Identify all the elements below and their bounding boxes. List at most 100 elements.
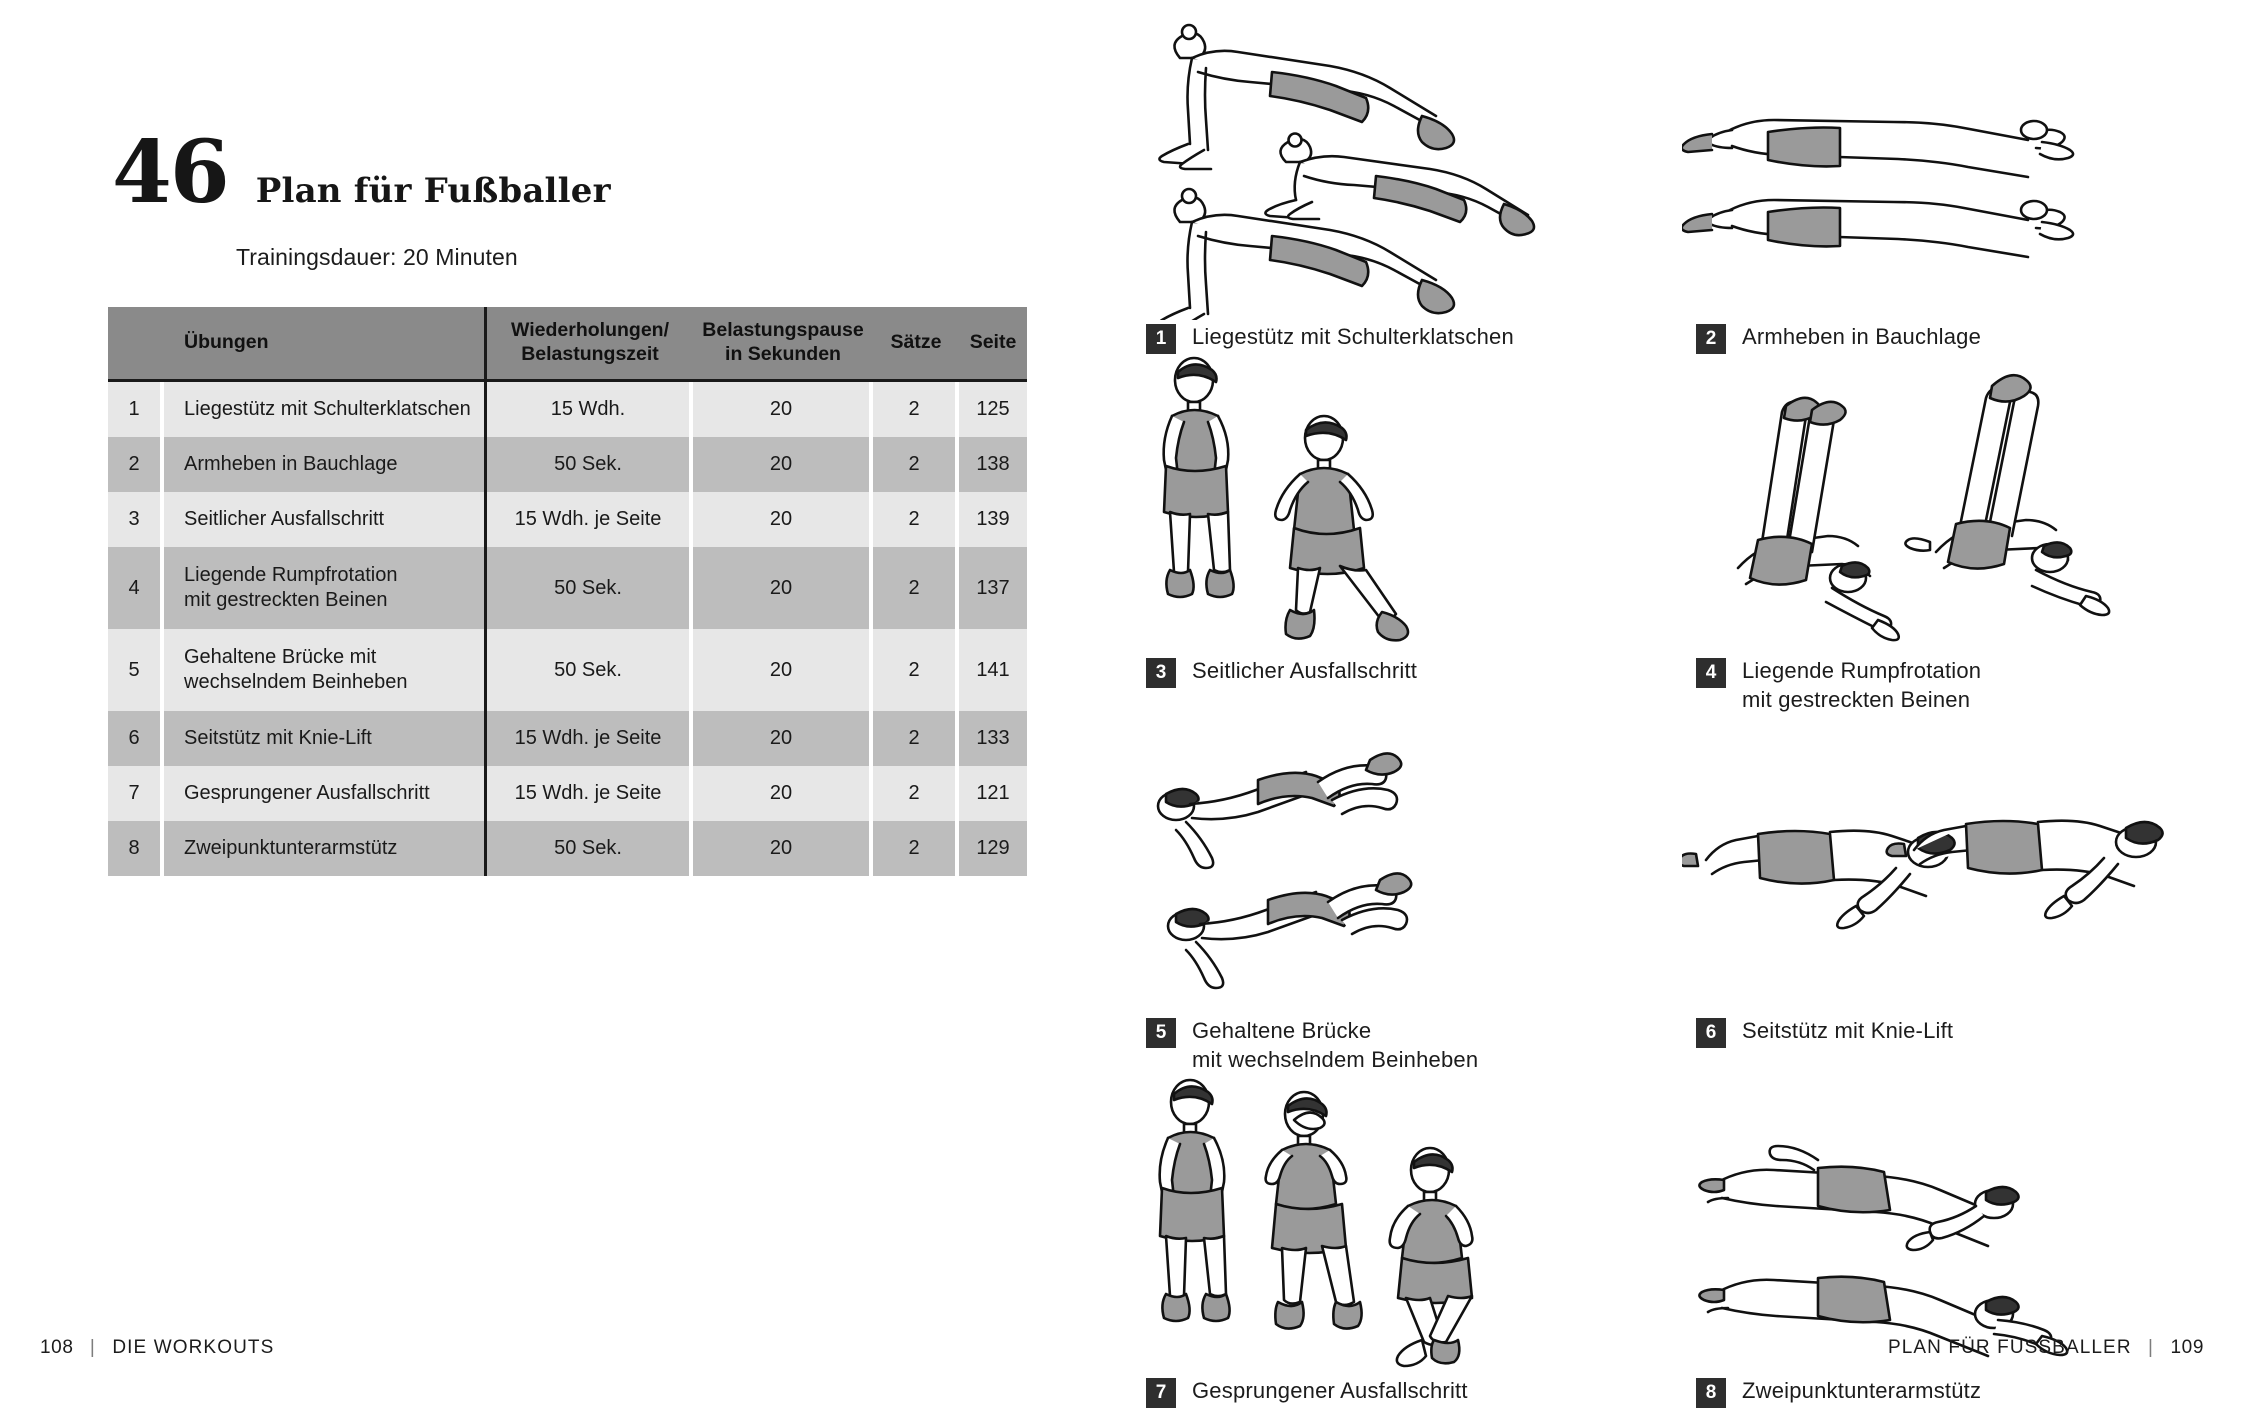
cell-pause: 20 bbox=[693, 821, 873, 876]
caption-badge: 7 bbox=[1146, 1378, 1176, 1409]
column-header-page: Seite bbox=[959, 307, 1027, 382]
cell-sets: 2 bbox=[873, 382, 959, 437]
caption-7: 7 Gesprungener Ausfallschritt bbox=[1146, 1376, 1622, 1409]
cell-page: 125 bbox=[959, 382, 1027, 437]
footer-page-number: 108 bbox=[40, 1337, 74, 1358]
cell-sets: 2 bbox=[873, 629, 959, 711]
cell-exercise: Seitstütz mit Knie-Lift bbox=[164, 711, 484, 766]
cell-sets: 2 bbox=[873, 492, 959, 547]
table-row: 7 Gesprungener Ausfallschritt 15 Wdh. je… bbox=[108, 766, 1027, 821]
cell-number: 2 bbox=[108, 437, 164, 492]
caption-line1: Armheben in Bauchlage bbox=[1742, 324, 1982, 349]
caption-8: 8 Zweipunktunterarmstütz bbox=[1696, 1376, 2172, 1409]
cell-number: 6 bbox=[108, 711, 164, 766]
cell-page: 141 bbox=[959, 629, 1027, 711]
caption-line1: Liegende Rumpfrotation bbox=[1742, 658, 1982, 683]
cell-exercise-line2: mit gestreckten Beinen bbox=[184, 589, 388, 611]
cell-reps: 50 Sek. bbox=[484, 547, 693, 629]
cell-exercise: Armheben in Bauchlage bbox=[164, 437, 484, 492]
cell-sets: 2 bbox=[873, 766, 959, 821]
caption-line2: mit wechselndem Beinheben bbox=[1192, 1047, 1479, 1073]
cell-exercise: Seitlicher Ausfallschritt bbox=[164, 492, 484, 547]
exercise-illustration-8: 8 Zweipunktunterarmstütz bbox=[1682, 1074, 2172, 1409]
cell-sets: 2 bbox=[873, 821, 959, 876]
cell-pause: 20 bbox=[693, 437, 873, 492]
cell-exercise: Liegende Rumpfrotation mit gestreckten B… bbox=[164, 547, 484, 629]
caption-badge: 5 bbox=[1146, 1018, 1176, 1049]
exercise-illustration-2: 2 Armheben in Bauchlage bbox=[1682, 20, 2172, 354]
right-page: 1 Liegestütz mit Schulterklatschen bbox=[1122, 0, 2244, 1417]
cell-number: 1 bbox=[108, 382, 164, 437]
caption-badge: 3 bbox=[1146, 658, 1176, 688]
caption-label: Gesprungener Ausfallschritt bbox=[1192, 1376, 1468, 1405]
caption-badge: 1 bbox=[1146, 324, 1176, 354]
column-header-reps: Wiederholungen/ Belastungszeit bbox=[484, 307, 693, 382]
caption-label: Gehaltene Brücke mit wechselndem Beinheb… bbox=[1192, 1016, 1478, 1074]
cell-exercise: Liegestütz mit Schulterklatschen bbox=[164, 382, 484, 437]
cell-number: 5 bbox=[108, 629, 164, 711]
cell-sets: 2 bbox=[873, 711, 959, 766]
cell-sets: 2 bbox=[873, 437, 959, 492]
caption-4: 4 Liegende Rumpfrotation mit gestreckten… bbox=[1696, 656, 2172, 714]
jump-lunge-icon bbox=[1158, 1078, 1474, 1368]
cell-exercise-line2: wechselndem Beinheben bbox=[184, 671, 408, 693]
caption-label: Liegende Rumpfrotation mit gestreckten B… bbox=[1742, 656, 1981, 714]
caption-line2: mit gestreckten Beinen bbox=[1742, 687, 1971, 713]
footer-page-number: 109 bbox=[2170, 1337, 2204, 1358]
cell-pause: 20 bbox=[693, 766, 873, 821]
caption-badge: 4 bbox=[1696, 658, 1726, 688]
caption-line1: Liegestütz mit Schulterklatschen bbox=[1192, 324, 1514, 349]
cell-pause: 20 bbox=[693, 382, 873, 437]
caption-label: Seitstütz mit Knie-Lift bbox=[1742, 1016, 1953, 1045]
table-body: 1 Liegestütz mit Schulterklatschen 15 Wd… bbox=[108, 382, 1027, 876]
column-header-number bbox=[108, 307, 164, 382]
table-row: 3 Seitlicher Ausfallschritt 15 Wdh. je S… bbox=[108, 492, 1027, 547]
footer-section-label: PLAN FÜR FUSSBALLER bbox=[1887, 1337, 2132, 1358]
cell-exercise-line1: Gehaltene Brücke mit bbox=[184, 646, 377, 668]
cell-reps: 50 Sek. bbox=[484, 629, 693, 711]
cell-page: 129 bbox=[959, 821, 1027, 876]
caption-1: 1 Liegestütz mit Schulterklatschen bbox=[1146, 322, 1622, 354]
cell-number: 4 bbox=[108, 547, 164, 629]
caption-badge: 8 bbox=[1696, 1378, 1726, 1409]
page-title: Plan für Fußballer bbox=[255, 171, 611, 211]
cell-pause: 20 bbox=[693, 629, 873, 711]
cell-exercise-line1: Armheben in Bauchlage bbox=[184, 453, 398, 475]
caption-5: 5 Gehaltene Brücke mit wechselndem Beinh… bbox=[1146, 1016, 1622, 1074]
plan-number: 46 bbox=[112, 122, 230, 223]
cell-number: 7 bbox=[108, 766, 164, 821]
caption-2: 2 Armheben in Bauchlage bbox=[1696, 322, 2172, 354]
table-header: Übungen Wiederholungen/ Belastungszeit B… bbox=[108, 307, 1027, 382]
cell-sets: 2 bbox=[873, 547, 959, 629]
caption-line1: Seitstütz mit Knie-Lift bbox=[1742, 1018, 1954, 1044]
caption-label: Zweipunktunterarmstütz bbox=[1742, 1376, 1981, 1405]
cell-pause: 20 bbox=[693, 492, 873, 547]
side-plank-knee-lift-icon bbox=[1682, 819, 2164, 930]
exercise-illustration-1: 1 Liegestütz mit Schulterklatschen bbox=[1132, 20, 1622, 354]
column-header-sets: Sätze bbox=[873, 307, 959, 382]
cell-page: 137 bbox=[959, 547, 1027, 629]
left-page: 46 Plan für Fußballer Trainingsdauer: 20… bbox=[40, 122, 1027, 1359]
cell-page: 133 bbox=[959, 711, 1027, 766]
exercise-illustration-6: 6 Seitstütz mit Knie-Lift bbox=[1682, 714, 2172, 1074]
cell-exercise-line1: Zweipunktunterarmstütz bbox=[184, 837, 398, 859]
lying-trunk-rotation-icon bbox=[1736, 373, 2111, 642]
exercise-illustration-4: 4 Liegende Rumpfrotation mit gestreckten… bbox=[1682, 354, 2172, 714]
column-header-reps-line1: Wiederholungen/ bbox=[511, 319, 669, 342]
column-header-reps-line2: Belastungszeit bbox=[521, 343, 659, 365]
exercise-illustration-5: 5 Gehaltene Brücke mit wechselndem Beinh… bbox=[1132, 714, 1622, 1074]
exercise-illustration-7: 7 Gesprungener Ausfallschritt bbox=[1132, 1074, 1622, 1409]
table-row: 8 Zweipunktunterarmstütz 50 Sek. 20 2 12… bbox=[108, 821, 1027, 876]
footer-separator: | bbox=[2148, 1337, 2155, 1358]
plan-header: 46 Plan für Fußballer bbox=[112, 122, 611, 223]
caption-label: Liegestütz mit Schulterklatschen bbox=[1192, 322, 1514, 351]
column-header-exercise: Übungen bbox=[164, 307, 484, 382]
cell-page: 121 bbox=[959, 766, 1027, 821]
cell-pause: 20 bbox=[693, 547, 873, 629]
pushup-shoulder-tap-icon bbox=[1158, 23, 1536, 320]
caption-label: Armheben in Bauchlage bbox=[1742, 322, 1981, 351]
table-row: 1 Liegestütz mit Schulterklatschen 15 Wd… bbox=[108, 382, 1027, 437]
footer-left: 108 | DIE WORKOUTS bbox=[40, 1337, 274, 1359]
table-row: 5 Gehaltene Brücke mit wechselndem Beinh… bbox=[108, 629, 1027, 711]
caption-label: Seitlicher Ausfallschritt bbox=[1192, 656, 1417, 685]
